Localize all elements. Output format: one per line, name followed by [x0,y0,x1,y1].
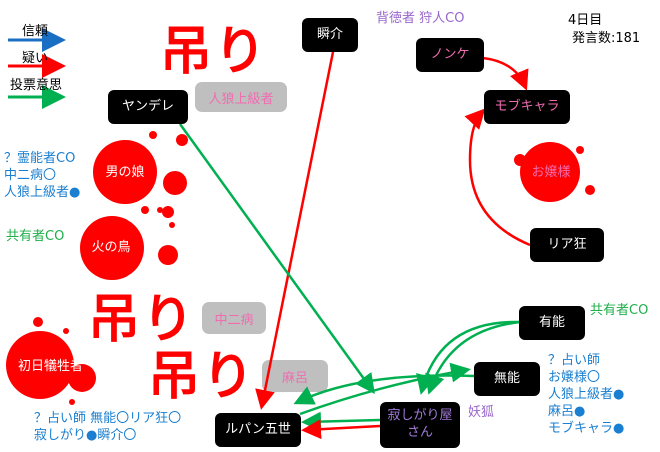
message-count: 発言数:181 [572,31,641,46]
note-line: ？占い師 [548,353,601,368]
arrow-nonke-mobchara [482,56,529,91]
node-hinotori[interactable]: 火の鳥 [91,239,131,255]
node-yandere[interactable]: ヤンデレ [108,90,188,124]
node-mobchara[interactable]: モブキャラ [484,90,570,124]
hang-mark-1: 吊り [160,22,269,82]
node-samishigari[interactable]: 寂しがり屋さん [380,402,460,448]
arrow-riakyou-mobchara [464,108,531,247]
node-munou[interactable]: 無能 [474,362,540,396]
note-line: 寂しがり●瞬介〇 [34,428,137,443]
note-yuunou: 共有者CO [590,303,649,318]
hang-mark-2: 吊り [88,290,197,350]
legend-doubt-label: 疑い [22,51,49,66]
note-line: 人狼上級者● [4,185,81,200]
arrow-samishigari-lupin-doubt [301,419,381,440]
node-otokonoko[interactable]: 男の娘 [105,164,145,180]
node-riakyou[interactable]: リア狂 [530,228,604,262]
arrow-yuunou-samishigari-2 [425,320,521,395]
note-line: 麻呂● [548,404,586,419]
node-shonichi[interactable]: 初日犠牲者 [17,359,83,375]
legend-trust-label: 信頼 [22,24,49,39]
hang-mark-3: 吊り [148,347,257,407]
note-line: お嬢様〇 [548,370,601,385]
note-munou: ？占い師 お嬢様〇 人狼上級者● 麻呂● モブキャラ● [548,352,624,437]
arrow-lupin-munou [299,362,471,416]
node-yuunou[interactable]: 有能 [519,306,585,340]
day-label: 4日目 [568,13,603,28]
note-samishigari: 妖狐 [468,405,495,420]
note-hinotori: 共有者CO [6,229,65,244]
arrow-yandere-samishigari [178,123,375,395]
node-shunsuke[interactable]: 瞬介 [302,18,358,52]
note-line: ？霊能者CO [4,151,76,166]
note-shunsuke: 背徳者 狩人CO [376,11,465,26]
note-line: 中二病〇 [4,168,57,183]
hanged-node-chuunibyou: 中二病 [202,302,266,334]
node-ojousama[interactable]: お嬢様 [531,164,571,180]
note-line: 人狼上級者● [548,387,625,402]
note-shonichi: ？占い師 無能〇リア狂〇 寂しがり●瞬介〇 [34,410,181,444]
node-nonke[interactable]: ノンケ [416,38,484,72]
note-line: ？占い師 無能〇リア狂〇 [34,411,182,426]
note-otokonoko: ？霊能者CO 中二病〇 人狼上級者● [4,150,80,201]
arrow-munou-lupin [293,374,475,405]
hanged-node-jinrou-joukyuusha: 人狼上級者 [195,82,287,112]
note-line: モブキャラ● [548,421,625,436]
arrow-samishigari-lupin-vote [301,411,381,432]
node-lupin[interactable]: ルパン五世 [215,413,301,447]
arrow-shunsuke-lupin [255,51,335,410]
legend-vote-label: 投票意思 [10,78,63,93]
